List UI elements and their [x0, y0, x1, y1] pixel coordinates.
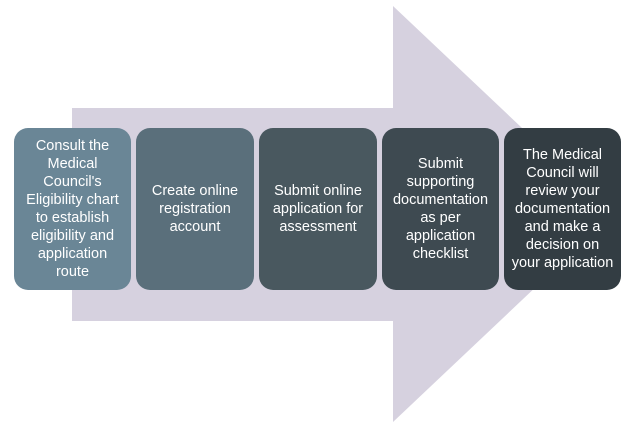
step-4-submit-documentation: Submit supporting documentation as per a… — [382, 128, 499, 290]
step-1-label: Consult the Medical Council's Eligibilit… — [26, 138, 119, 280]
step-5-label: The Medical Council will review your doc… — [511, 147, 614, 271]
step-4-label: Submit supporting documentation as per a… — [392, 156, 489, 262]
step-2-create-account: Create online registration account — [136, 128, 254, 290]
step-1-consult-eligibility: Consult the Medical Council's Eligibilit… — [14, 128, 131, 290]
step-3-label: Submit online application for assessment — [272, 183, 364, 235]
step-2-label: Create online registration account — [151, 183, 239, 235]
step-5-council-review: The Medical Council will review your doc… — [504, 128, 621, 290]
step-3-submit-application: Submit online application for assessment — [259, 128, 377, 290]
